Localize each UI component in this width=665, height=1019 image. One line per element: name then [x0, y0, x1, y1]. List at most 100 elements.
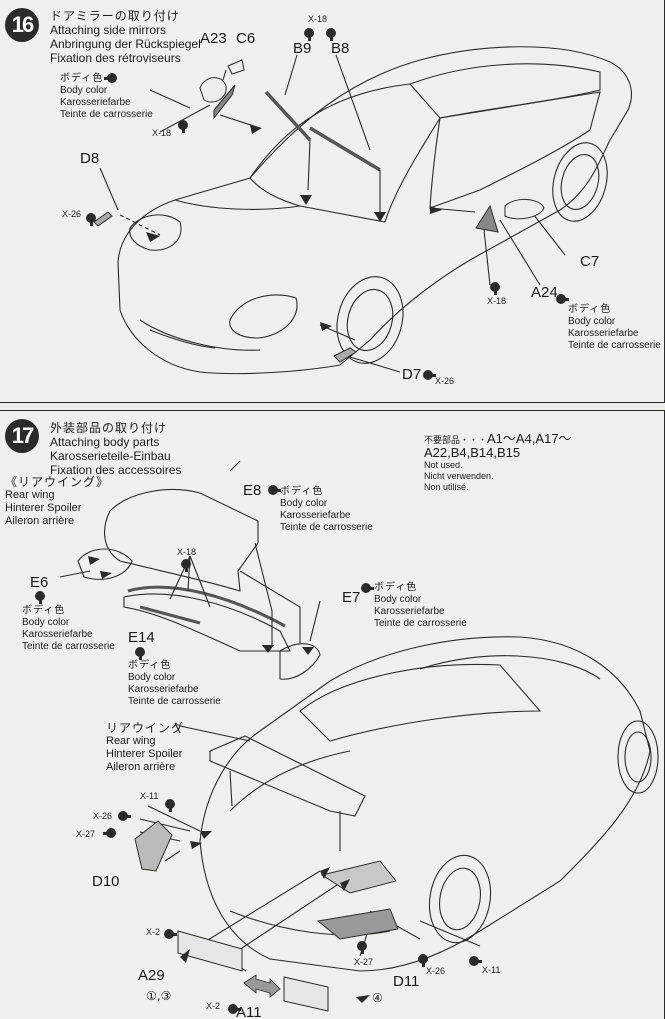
- screw-label-x26-left: X-26: [62, 209, 82, 219]
- paint-jp: ボディ色: [568, 304, 612, 315]
- title-en: Attaching body parts: [50, 435, 160, 449]
- wiper-b9: [264, 90, 312, 142]
- part-label-c7: C7: [580, 253, 600, 270]
- step-17-panel: 17 外装部品の取り付け Attaching body parts Kaross…: [0, 410, 665, 1019]
- screw-x27-icon: [103, 828, 116, 838]
- rear-wing-label: リアウイング Rear wing Hinterer Spoiler Ailero…: [106, 722, 184, 774]
- rear-window: [299, 663, 542, 742]
- paint-fr: Teinte de carrosserie: [568, 340, 661, 351]
- screw-label-x2-a11: X-2: [206, 1001, 221, 1011]
- title-jp: ドアミラーの取り付け: [50, 9, 180, 23]
- car-body-outline: [117, 46, 632, 375]
- subassembly-de: Hinterer Spoiler: [5, 502, 82, 514]
- title-de: Anbringung der Rückspiegel: [50, 37, 201, 51]
- screw-x18-icon: [304, 28, 314, 41]
- paint-instruction-e7: ボディ色 Body color Karosseriefarbe Teinte d…: [374, 582, 467, 630]
- front-wheel: [617, 720, 659, 794]
- not-used-en: Not used.: [424, 460, 463, 470]
- step-number-badge: 17: [5, 419, 39, 453]
- screw-label-x18-left: X-18: [152, 128, 172, 138]
- step-17-illustration: [59, 460, 659, 1012]
- rear-wing-de: Hinterer Spoiler: [106, 748, 183, 760]
- screw-x11-icon: [165, 799, 175, 812]
- screw-x26-icon: [423, 370, 436, 380]
- screw-x27-icon: [357, 941, 367, 954]
- paint-de: Karosseriefarbe: [128, 684, 199, 695]
- paint-instruction-e14: ボディ色 Body color Karosseriefarbe Teinte d…: [128, 660, 221, 708]
- paint-de: Karosseriefarbe: [374, 606, 445, 617]
- title-jp: 外装部品の取り付け: [50, 421, 168, 435]
- windshield: [249, 83, 441, 223]
- roof-line: [409, 63, 601, 119]
- screw-label-x26-left: X-26: [93, 811, 113, 821]
- title-fr: Fixation des accessoires: [50, 463, 182, 477]
- screw-x2-icon: [228, 1004, 241, 1014]
- paint-en: Body color: [22, 617, 70, 628]
- paint-jp: ボディ色: [60, 73, 104, 84]
- roof-line: [419, 655, 601, 680]
- side-marker-d8: [93, 211, 113, 227]
- subassembly-jp: 《リアウイング》: [5, 475, 110, 489]
- rear-wing-jp: リアウイング: [106, 721, 185, 735]
- screw-x2-icon: [164, 929, 177, 939]
- paint-jp: ボディ色: [128, 660, 172, 671]
- not-used-de: Nicht verwenden.: [424, 471, 494, 481]
- title-fr: Fixation des rétroviseurs: [50, 51, 181, 65]
- part-a29: [177, 930, 243, 972]
- paint-marker-icon: [268, 485, 281, 495]
- screw-label-x11-left: X-11: [140, 791, 159, 801]
- paint-fr: Teinte de carrosserie: [22, 641, 115, 652]
- paint-marker-icon: [361, 583, 374, 593]
- subassembly-en: Rear wing: [5, 489, 55, 501]
- part-label-e8: E8: [243, 482, 262, 499]
- screw-x18-icon: [181, 559, 191, 572]
- part-label-a23: A23: [200, 30, 227, 47]
- step-number-badge: 16: [5, 8, 39, 42]
- screw-label-x18-right: X-18: [487, 296, 507, 306]
- paint-en: Body color: [280, 498, 328, 509]
- paint-marker-icon: [104, 73, 117, 83]
- screw-label-x11-right: X-11: [482, 965, 501, 975]
- screw-x18-icon: [326, 28, 336, 41]
- screw-label-x18: X-18: [308, 14, 328, 24]
- rear-wheel: [552, 142, 608, 222]
- rear-wing-mounted: [209, 735, 366, 817]
- step-title: 外装部品の取り付け Attaching body parts Karosseri…: [50, 421, 181, 477]
- part-label-d11: D11: [393, 973, 420, 990]
- not-used-fr: Non utilisé.: [424, 482, 469, 492]
- mirror-c7: [504, 199, 545, 220]
- paint-fr: Teinte de carrosserie: [280, 522, 373, 533]
- engine-lid: [229, 750, 351, 812]
- paint-fr: Teinte de carrosserie: [128, 696, 221, 707]
- side-marker-d7: [333, 347, 357, 363]
- wing-e14-base: [123, 593, 291, 652]
- paint-fr: Teinte de carrosserie: [374, 618, 467, 629]
- hood-line: [174, 199, 301, 210]
- not-used-parts-list: A1～A4,A17～A22,B4,B14,B15: [424, 431, 572, 460]
- not-used-parts-note: 不要部品・・・A1～A4,A17～A22,B4,B14,B15 Not used…: [424, 431, 664, 493]
- part-label-e7: E7: [342, 589, 361, 606]
- paint-instruction-e6: ボディ色 Body color Karosseriefarbe Teinte d…: [22, 605, 115, 653]
- screw-label-x27-left: X-27: [76, 829, 96, 839]
- screw-x26-icon: [118, 811, 131, 821]
- subassembly-heading: 《リアウイング》 Rear wing Hinterer Spoiler Aile…: [5, 476, 109, 528]
- part-d10: [134, 820, 173, 872]
- title-de: Karosserieteile-Einbau: [50, 449, 171, 463]
- paint-instruction-right: ボディ色 Body color Karosseriefarbe Teinte d…: [568, 304, 661, 352]
- part-label-b9: B9: [293, 40, 312, 57]
- paint-de: Karosseriefarbe: [22, 629, 93, 640]
- part-label-e14: E14: [128, 629, 155, 646]
- paint-fr: Teinte de carrosserie: [60, 109, 153, 120]
- mirror-stalk-left: [213, 84, 236, 120]
- paint-jp: ボディ色: [280, 486, 324, 497]
- paint-jp: ボディ色: [22, 605, 66, 616]
- part-d11-upper: [320, 860, 397, 894]
- screw-x26-icon: [86, 213, 96, 226]
- part-label-a24: A24: [531, 284, 558, 301]
- front-wheel: [336, 276, 404, 364]
- part-label-e6: E6: [30, 574, 49, 591]
- paint-jp: ボディ色: [374, 582, 418, 593]
- mirror-a23: [199, 77, 227, 103]
- wing-e8: [104, 489, 259, 592]
- paint-de: Karosseriefarbe: [60, 97, 131, 108]
